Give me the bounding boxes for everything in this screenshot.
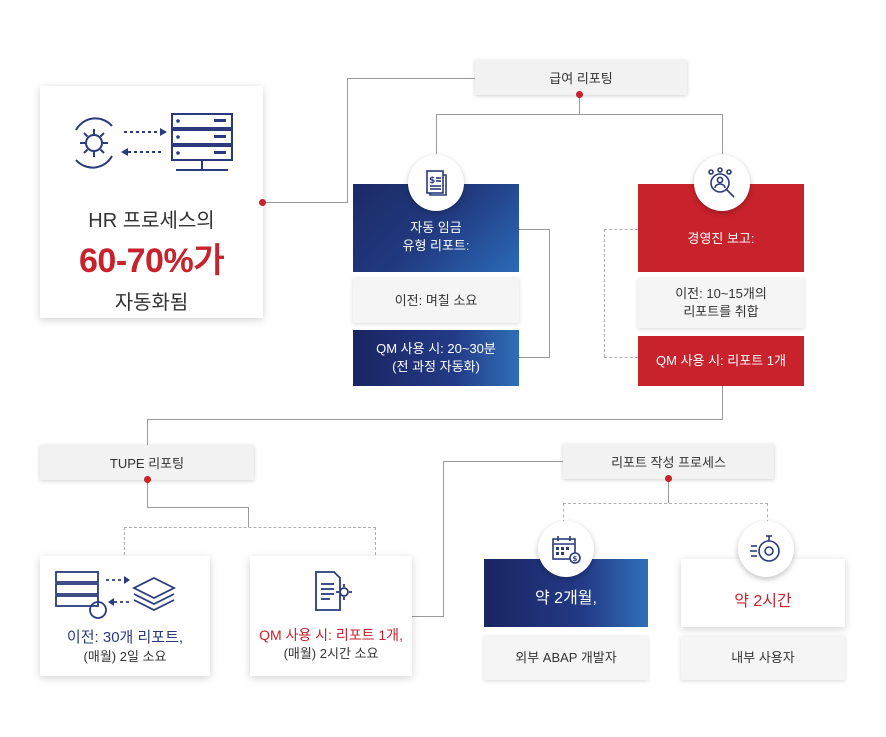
- connector-dot: [576, 91, 583, 98]
- connector: [436, 114, 437, 154]
- connector: [443, 461, 563, 462]
- stopwatch-gear-icon: [750, 535, 780, 562]
- server-sync-icon: [75, 113, 233, 171]
- hr-automation-card: HR 프로세스의 60-70%가 자동화됨: [40, 86, 263, 318]
- external-who: 외부 ABAP 개발자: [484, 636, 648, 680]
- document-gear-icon: [315, 571, 352, 611]
- exec-before-1: 이전: 10~15개의: [675, 286, 767, 302]
- internal-icon-circle: [738, 521, 794, 577]
- exec-report-icon-circle: [694, 155, 750, 211]
- svg-text:$: $: [573, 555, 578, 563]
- connector: [147, 419, 148, 445]
- connector: [579, 95, 580, 115]
- internal-duration: 약 2시간: [734, 593, 792, 610]
- tupe-qm-2: (매월) 2시간 소요: [283, 645, 379, 661]
- tupe-before-1: 이전: 30개 리포트,: [66, 629, 184, 646]
- connector-dashed: [124, 527, 376, 528]
- connector: [147, 419, 723, 420]
- connector: [347, 78, 475, 79]
- hr-line3: 자동화됨: [114, 292, 189, 314]
- hr-line1: HR 프로세스의: [88, 210, 215, 232]
- calendar-money-icon: $: [552, 536, 581, 564]
- svg-text:$: $: [429, 176, 435, 186]
- tupe-before-card: 이전: 30개 리포트, (매월) 2일 소요: [40, 556, 210, 676]
- internal-who: 내부 사용자: [681, 636, 845, 680]
- auto-wage-title-2: 유형 리포트:: [402, 238, 470, 253]
- exec-report-before: 이전: 10~15개의 리포트를 취합: [638, 278, 804, 328]
- connector: [412, 616, 444, 617]
- connector: [668, 479, 669, 503]
- connector-dot: [259, 199, 266, 206]
- connector-dashed: [604, 229, 638, 230]
- auto-wage-with-qm: QM 사용 시: 20~30분 (전 과정 자동화): [353, 330, 519, 386]
- auto-wage-icon-circle: $: [408, 155, 464, 211]
- hr-text: HR 프로세스의 60-70%가 자동화됨: [40, 204, 263, 315]
- connector: [248, 507, 249, 527]
- connector: [443, 461, 444, 617]
- connector-dashed: [767, 503, 768, 523]
- connector: [347, 78, 348, 203]
- connector-dashed: [124, 527, 125, 555]
- tupe-before-text: 이전: 30개 리포트, (매월) 2일 소요: [40, 628, 210, 666]
- connector: [518, 357, 550, 358]
- connector-dashed: [604, 357, 638, 358]
- tupe-qm-1: QM 사용 시: 리포트 1개,: [259, 627, 403, 643]
- tupe-qm-card: QM 사용 시: 리포트 1개, (매월) 2시간 소요: [250, 556, 412, 676]
- connector: [436, 114, 723, 115]
- connector-dashed: [604, 229, 605, 357]
- connector: [518, 229, 550, 230]
- payroll-reporting-header: 급여 리포팅: [475, 60, 687, 95]
- payroll-document-icon: $: [426, 170, 447, 196]
- external-icon-circle: $: [538, 521, 594, 577]
- connector: [147, 507, 249, 508]
- exec-report-with-qm: QM 사용 시: 리포트 1개: [638, 336, 804, 386]
- connector: [147, 480, 148, 508]
- team-search-icon: [708, 167, 735, 198]
- auto-wage-qm-2: (전 과정 자동화): [392, 359, 480, 374]
- connector: [722, 114, 723, 154]
- tupe-before-2: (매월) 2일 소요: [83, 649, 167, 665]
- exec-before-2: 리포트를 취합: [683, 304, 759, 319]
- exec-report-title: 경영진 보고:: [687, 231, 755, 247]
- auto-wage-qm-1: QM 사용 시: 20~30분: [376, 341, 496, 357]
- server-stack-icon: [55, 571, 177, 619]
- external-duration: 약 2개월,: [535, 590, 597, 608]
- connector: [722, 386, 723, 420]
- connector-dot: [144, 476, 151, 483]
- connector-dashed: [563, 503, 768, 504]
- auto-wage-before: 이전: 며칠 소요: [353, 278, 519, 323]
- connector-dot: [665, 475, 672, 482]
- hr-highlight: 60-70%가: [79, 242, 224, 280]
- tupe-qm-text: QM 사용 시: 리포트 1개, (매월) 2시간 소요: [250, 626, 412, 662]
- report-process-header: 리포트 작성 프로세스: [563, 444, 774, 479]
- connector: [262, 202, 348, 203]
- tupe-reporting-header: TUPE 리포팅: [40, 445, 254, 480]
- connector-dashed: [375, 527, 376, 555]
- connector: [549, 229, 550, 358]
- connector-dashed: [563, 503, 564, 523]
- auto-wage-title-1: 자동 임금: [410, 220, 462, 236]
